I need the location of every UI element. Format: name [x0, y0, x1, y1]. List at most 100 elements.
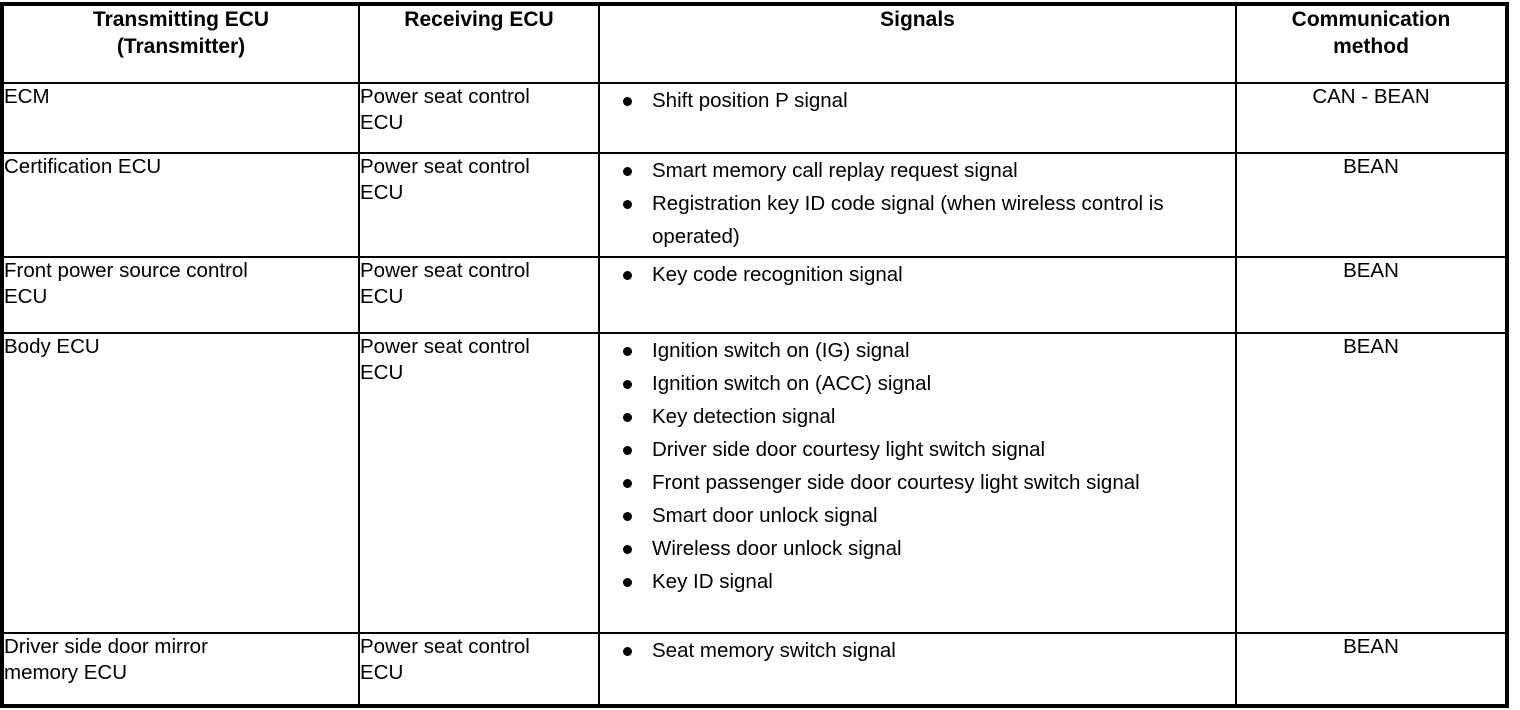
column-header-communication-method: Communication method [1235, 3, 1508, 84]
cell-signals: Ignition switch on (IG) signal Ignition … [598, 332, 1237, 634]
bullet-icon [623, 578, 632, 587]
list-item: Ignition switch on (ACC) signal [600, 367, 1235, 400]
cell-receiving-ecu: Power seat control ECU [358, 82, 600, 154]
signal-label: Front passenger side door courtesy light… [652, 471, 1140, 494]
receiving-ecu-line-2: ECU [360, 111, 404, 134]
list-item: Key code recognition signal [600, 258, 1235, 291]
cell-receiving-ecu: Power seat control ECU [358, 256, 600, 334]
column-header-receiving-ecu-line-1: Receiving ECU [404, 8, 554, 31]
table-row: Front power source control ECU Power sea… [1, 256, 1508, 334]
column-header-signals: Signals [598, 3, 1237, 84]
column-header-communication-method-line-2: method [1333, 35, 1409, 58]
signal-label: Registration key ID code signal (when wi… [652, 192, 1164, 248]
cell-communication-method: BEAN [1235, 256, 1508, 334]
cell-signals: Smart memory call replay request signal … [598, 152, 1237, 258]
signal-label: Shift position P signal [652, 89, 848, 112]
list-item: Front passenger side door courtesy light… [600, 466, 1235, 499]
bullet-icon [623, 545, 632, 554]
signal-list: Shift position P signal [600, 84, 1235, 117]
table-row: Body ECU Power seat control ECU Ignition… [1, 332, 1508, 634]
receiving-ecu-line-1: Power seat control [360, 635, 530, 658]
signal-label: Wireless door unlock signal [652, 537, 902, 560]
signal-label: Key ID signal [652, 570, 773, 593]
signal-label: Ignition switch on (IG) signal [652, 339, 910, 362]
bullet-icon [623, 647, 632, 656]
signal-list: Seat memory switch signal [600, 634, 1235, 667]
cell-communication-method: CAN - BEAN [1235, 82, 1508, 154]
list-item: Ignition switch on (IG) signal [600, 334, 1235, 367]
list-item: Driver side door courtesy light switch s… [600, 433, 1235, 466]
list-item: Smart door unlock signal [600, 499, 1235, 532]
transmitting-ecu-line-2: memory ECU [4, 661, 128, 684]
cell-receiving-ecu: Power seat control ECU [358, 152, 600, 258]
list-item: Shift position P signal [600, 84, 1235, 117]
signal-label: Seat memory switch signal [652, 639, 896, 662]
table-header: Transmitting ECU (Transmitter) Receiving… [1, 3, 1508, 84]
receiving-ecu-line-2: ECU [360, 661, 404, 684]
bullet-icon [623, 446, 632, 455]
column-header-transmitting-ecu: Transmitting ECU (Transmitter) [1, 3, 360, 84]
receiving-ecu-line-1: Power seat control [360, 85, 530, 108]
table-header-row: Transmitting ECU (Transmitter) Receiving… [1, 3, 1508, 84]
receiving-ecu-line-2: ECU [360, 285, 404, 308]
bullet-icon [623, 167, 632, 176]
cell-transmitting-ecu: Body ECU [1, 332, 360, 634]
receiving-ecu-line-2: ECU [360, 181, 404, 204]
receiving-ecu-line-1: Power seat control [360, 259, 530, 282]
receiving-ecu-line-2: ECU [360, 361, 404, 384]
cell-communication-method: BEAN [1235, 152, 1508, 258]
bullet-icon [623, 479, 632, 488]
column-header-communication-method-line-1: Communication [1291, 8, 1451, 31]
column-header-transmitting-ecu-line-1: Transmitting ECU [92, 8, 270, 31]
transmitting-ecu-line-1: ECM [4, 85, 50, 108]
bullet-icon [623, 512, 632, 521]
signal-label: Key detection signal [652, 405, 836, 428]
bullet-icon [623, 380, 632, 389]
bullet-icon [623, 347, 632, 356]
list-item: Seat memory switch signal [600, 634, 1235, 667]
signal-label: Driver side door courtesy light switch s… [652, 438, 1046, 461]
table-body: ECM Power seat control ECU Shift positio… [1, 82, 1508, 707]
cell-transmitting-ecu: ECM [1, 82, 360, 154]
column-header-transmitting-ecu-line-2: (Transmitter) [116, 35, 246, 58]
cell-receiving-ecu: Power seat control ECU [358, 632, 600, 707]
transmitting-ecu-line-1: Certification ECU [4, 155, 162, 178]
signal-label: Key code recognition signal [652, 263, 903, 286]
cell-signals: Shift position P signal [598, 82, 1237, 154]
bullet-icon [623, 413, 632, 422]
list-item: Key ID signal [600, 565, 1235, 598]
table-row: ECM Power seat control ECU Shift positio… [1, 82, 1508, 154]
cell-transmitting-ecu: Front power source control ECU [1, 256, 360, 334]
column-header-receiving-ecu: Receiving ECU [358, 3, 600, 84]
cell-communication-method: BEAN [1235, 632, 1508, 707]
receiving-ecu-line-1: Power seat control [360, 155, 530, 178]
bullet-icon [623, 271, 632, 280]
transmitting-ecu-line-1: Front power source control [4, 259, 248, 282]
column-header-signals-line-1: Signals [880, 8, 955, 31]
cell-communication-method: BEAN [1235, 332, 1508, 634]
table-row: Certification ECU Power seat control ECU… [1, 152, 1508, 258]
receiving-ecu-line-1: Power seat control [360, 335, 530, 358]
list-item: Registration key ID code signal (when wi… [600, 187, 1235, 253]
signal-list: Smart memory call replay request signal … [600, 154, 1235, 253]
cell-signals: Seat memory switch signal [598, 632, 1237, 707]
signal-list: Ignition switch on (IG) signal Ignition … [600, 334, 1235, 598]
cell-transmitting-ecu: Certification ECU [1, 152, 360, 258]
list-item: Key detection signal [600, 400, 1235, 433]
signal-list: Key code recognition signal [600, 258, 1235, 291]
transmitting-ecu-line-1: Body ECU [4, 335, 100, 358]
signal-label: Ignition switch on (ACC) signal [652, 372, 932, 395]
list-item: Wireless door unlock signal [600, 532, 1235, 565]
bullet-icon [623, 200, 632, 209]
transmitting-ecu-line-2: ECU [4, 285, 48, 308]
transmitting-ecu-line-1: Driver side door mirror [4, 635, 208, 658]
list-item: Smart memory call replay request signal [600, 154, 1235, 187]
cell-receiving-ecu: Power seat control ECU [358, 332, 600, 634]
bullet-icon [623, 97, 632, 106]
cell-transmitting-ecu: Driver side door mirror memory ECU [1, 632, 360, 707]
table-row: Driver side door mirror memory ECU Power… [1, 632, 1508, 707]
signal-label: Smart memory call replay request signal [652, 159, 1018, 182]
cell-signals: Key code recognition signal [598, 256, 1237, 334]
